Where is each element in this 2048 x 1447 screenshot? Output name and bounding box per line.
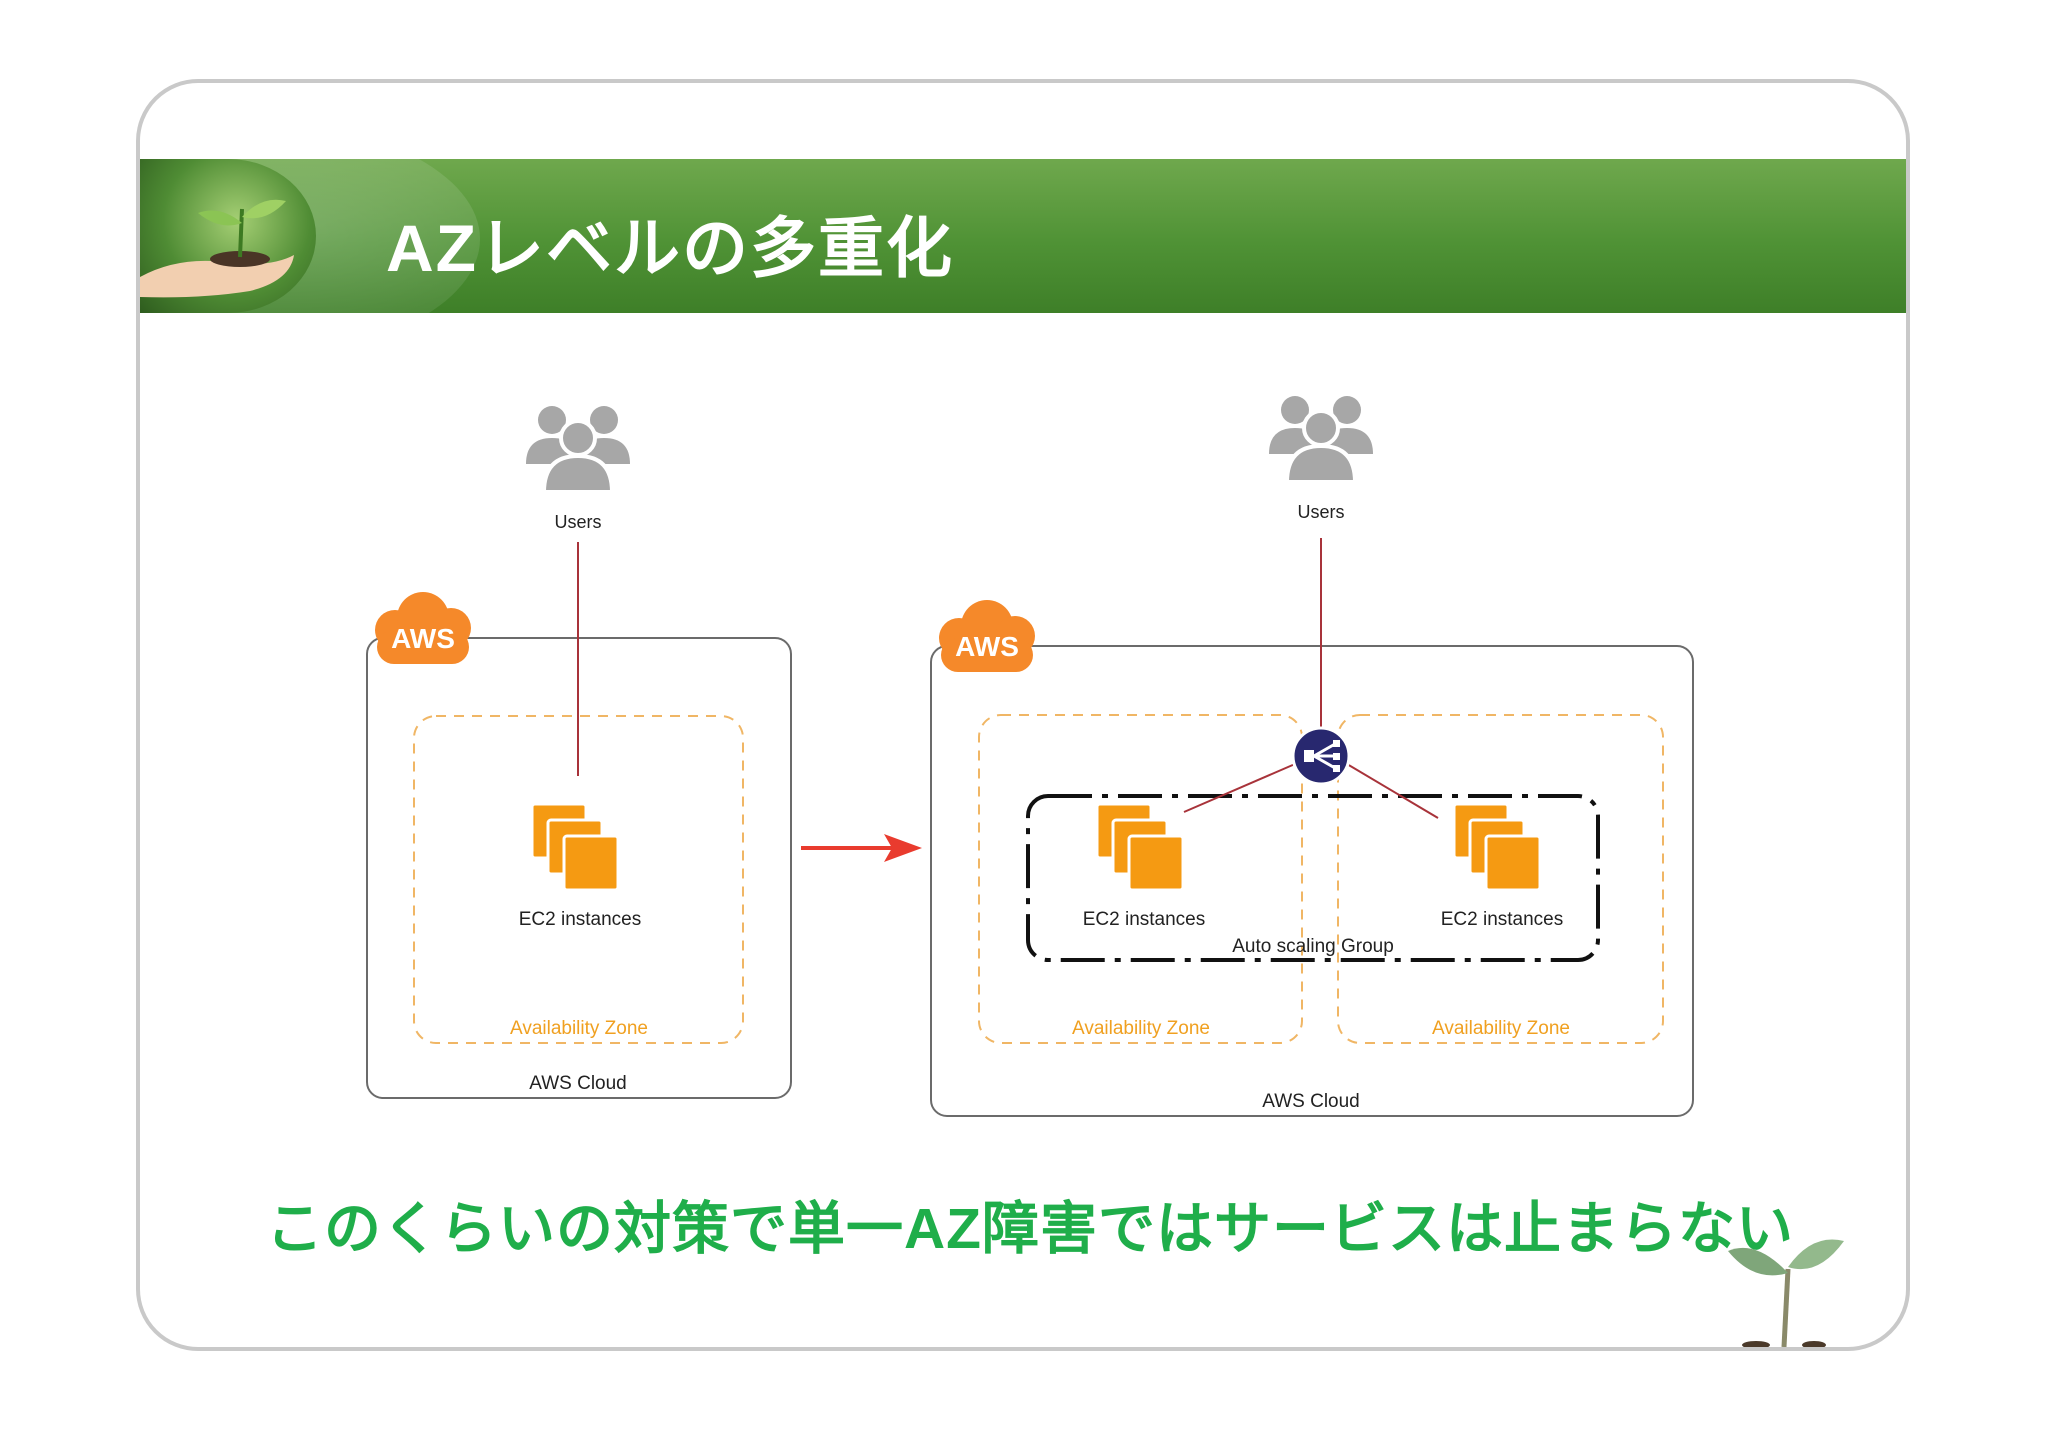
- right-arrow-icon: [801, 834, 922, 862]
- right-ec2-instances-icon-1: [1095, 802, 1185, 892]
- load-balancer-icon: [1291, 726, 1351, 786]
- right-availability-zone-2: [1337, 714, 1664, 1044]
- lb-ec2-right-link: [1346, 763, 1439, 819]
- conclusion-text: このくらいの対策で単一AZ障害ではサービスは止まらない: [266, 1197, 1794, 1261]
- left-users-label: Users: [554, 512, 601, 532]
- left-cloud-label: AWS Cloud: [529, 1073, 627, 1094]
- left-ec2-label: EC2 instances: [519, 909, 642, 930]
- right-ec2-instances-icon-2: [1452, 802, 1542, 892]
- right-az-label-2: Availability Zone: [1432, 1018, 1570, 1039]
- hands-seedling-icon: [140, 199, 294, 298]
- right-ec2-label-2: EC2 instances: [1441, 909, 1564, 930]
- left-users-icon: [524, 404, 632, 494]
- right-az-label-1: Availability Zone: [1072, 1018, 1210, 1039]
- right-aws-badge-text: AWS: [955, 631, 1019, 662]
- slide-title: AZレベルの多重化: [386, 211, 954, 285]
- left-az-label: Availability Zone: [510, 1018, 648, 1039]
- right-cloud-label: AWS Cloud: [1262, 1091, 1360, 1112]
- auto-scaling-group-label: Auto scaling Group: [1232, 936, 1394, 957]
- auto-scaling-group-box: [1026, 794, 1600, 962]
- right-ec2-label-1: EC2 instances: [1083, 909, 1206, 930]
- left-ec2-instances-icon: [530, 802, 620, 892]
- left-availability-zone: [413, 715, 744, 1044]
- right-aws-cloud-icon: AWS: [939, 600, 1035, 672]
- right-users-label: Users: [1297, 502, 1344, 522]
- right-users-icon: [1267, 394, 1375, 484]
- hands-seedling-photo: [140, 159, 316, 313]
- left-aws-cloud-icon: AWS: [375, 592, 471, 664]
- right-availability-zone-1: [978, 714, 1303, 1044]
- left-aws-badge-text: AWS: [391, 623, 455, 654]
- seedling-icon: [1728, 1239, 1844, 1347]
- lb-ec2-left-link: [1183, 763, 1296, 813]
- right-aws-cloud-box: [930, 645, 1694, 1117]
